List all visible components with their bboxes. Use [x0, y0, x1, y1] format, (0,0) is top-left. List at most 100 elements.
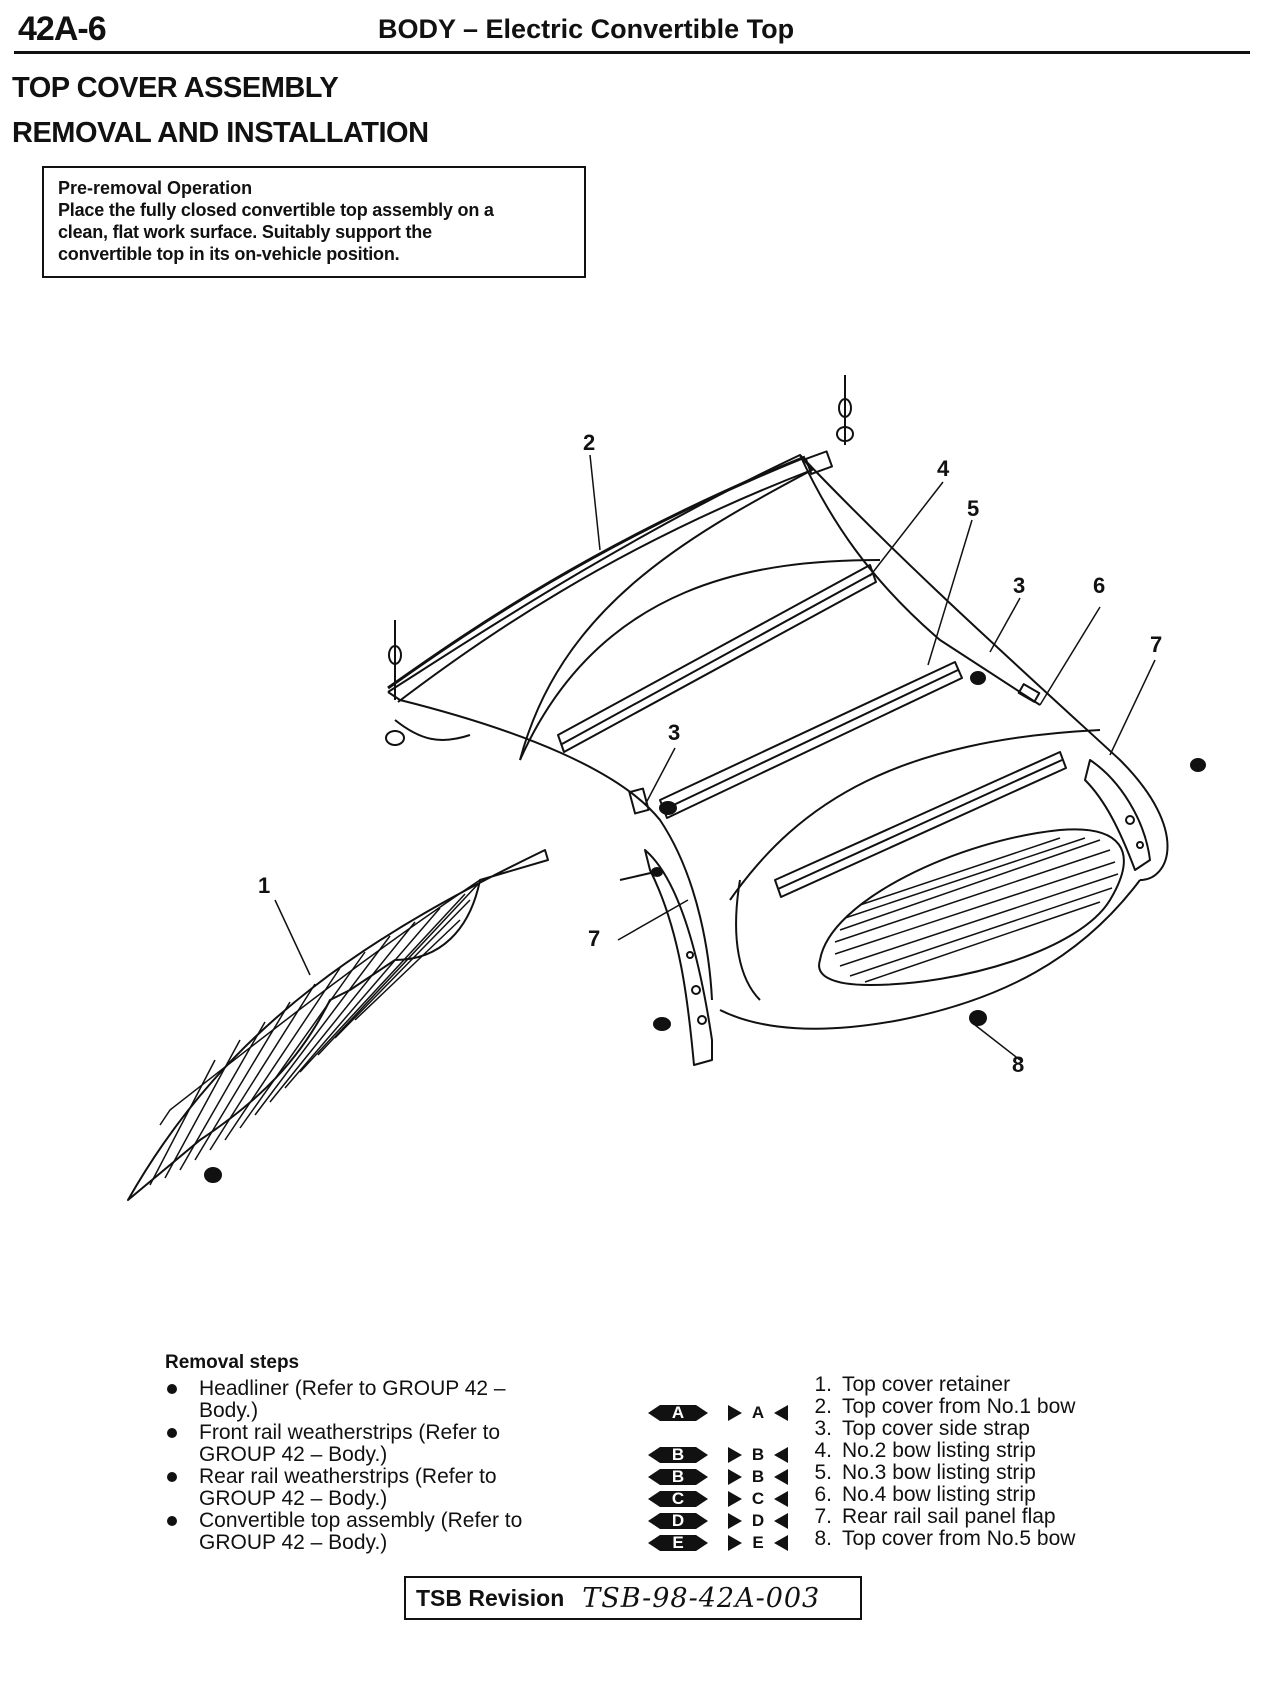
callout-4: 4: [937, 456, 950, 481]
left-sail-panel-flap: [644, 849, 713, 1066]
pre-removal-line: clean, flat work surface. Suitably suppo…: [58, 222, 432, 242]
callout-3-right: 3: [1013, 573, 1025, 598]
part-number: 1.: [814, 1373, 832, 1396]
side-strap-left: [394, 719, 650, 815]
right-sail-panel-flap: [1084, 759, 1151, 871]
tsb-revision-value: TSB-98-42A-003: [582, 1582, 821, 1614]
tsb-revision-box: TSB Revision TSB-98-42A-003: [404, 1576, 862, 1620]
symbol-letter: B: [671, 1445, 685, 1464]
part-item: 2. Top cover from No.1 bow: [800, 1396, 1075, 1418]
step-text: Headliner (Refer to GROUP 42 –: [199, 1377, 506, 1400]
section-title: TOP COVER ASSEMBLY: [12, 72, 339, 104]
symbol-letter: B: [671, 1467, 685, 1486]
bullet-icon: [167, 1384, 177, 1394]
bullet-icon: [167, 1472, 177, 1482]
step-text: GROUP 42 – Body.): [199, 1443, 388, 1466]
part-name: Top cover from No.1 bow: [842, 1395, 1076, 1418]
bullet-icon: [167, 1428, 177, 1438]
removal-symbol-column: A B B C D E: [648, 1402, 708, 1554]
part-name: Top cover side strap: [842, 1417, 1030, 1440]
callout-2: 2: [583, 430, 595, 455]
rear-window: [818, 828, 1125, 986]
symbol-letter: D: [751, 1511, 765, 1530]
part-number: 5.: [814, 1461, 832, 1484]
symbol-letter: E: [672, 1533, 684, 1552]
installation-symbol-icon: B: [728, 1466, 788, 1488]
part-item: 4.No.2 bow listing strip: [800, 1440, 1075, 1462]
pre-removal-line: convertible top in its on-vehicle positi…: [58, 244, 400, 264]
part-number: 2.: [814, 1395, 832, 1418]
removal-symbol-icon: C: [648, 1488, 708, 1510]
front-bow-rail: [387, 450, 834, 703]
top-cover-outline: [387, 454, 1169, 1030]
part-item: 1. Top cover retainer: [800, 1374, 1075, 1396]
no3-listing-strip: [659, 661, 963, 819]
part-number: 3.: [814, 1417, 832, 1440]
part-item: 7.Rear rail sail panel flap: [800, 1506, 1075, 1528]
removal-symbol-icon: D: [648, 1510, 708, 1532]
callout-6: 6: [1093, 573, 1105, 598]
part-item: 6. No.4 bow listing strip: [800, 1484, 1075, 1506]
part-item: 5. No.3 bow listing strip: [800, 1462, 1075, 1484]
part-name: No.3 bow listing strip: [842, 1461, 1036, 1484]
part-number: 8.: [814, 1527, 832, 1550]
removal-symbol-icon: B: [648, 1444, 708, 1466]
part-name: Top cover retainer: [842, 1373, 1011, 1396]
symbol-letter: B: [751, 1445, 765, 1464]
page-header-title: BODY – Electric Convertible Top: [378, 14, 795, 44]
fastener-screws: [204, 375, 1206, 1183]
installation-symbol-column: A B B C D E: [728, 1402, 788, 1554]
symbol-letter: C: [671, 1489, 685, 1508]
page-number: 42A-6: [18, 10, 107, 48]
installation-symbol-icon: D: [728, 1510, 788, 1532]
pre-removal-box: Pre-removal Operation Place the fully cl…: [42, 166, 586, 278]
part-name: No.4 bow listing strip: [842, 1483, 1036, 1506]
section-subtitle: REMOVAL AND INSTALLATION: [12, 117, 429, 149]
parts-list: 1. Top cover retainer 2. Top cover from No…: [800, 1374, 1075, 1550]
retainer-hatching: [149, 881, 481, 1186]
part-name: No.2 bow listing strip: [842, 1439, 1036, 1462]
part-item: 3. Top cover side strap: [800, 1418, 1075, 1440]
step-text: GROUP 42 – Body.): [199, 1531, 388, 1554]
step-text: Front rail weatherstrips (Refer to: [199, 1421, 501, 1444]
callout-8: 8: [1012, 1052, 1024, 1077]
part-name: Top cover from No.5 bow: [842, 1527, 1076, 1550]
side-strap-right: [799, 454, 1041, 706]
callout-leader-lines: [274, 454, 1156, 1061]
tsb-revision-label: TSB Revision: [416, 1584, 565, 1611]
pre-removal-heading: Pre-removal Operation: [58, 178, 253, 198]
installation-symbol-icon: A: [728, 1402, 788, 1424]
step-text: Convertible top assembly (Refer to: [199, 1509, 523, 1532]
part-item: 8. Top cover from No.5 bow: [800, 1528, 1075, 1550]
removal-steps-heading: Removal steps: [165, 1352, 300, 1373]
callout-5: 5: [967, 496, 979, 521]
part-number: 6.: [814, 1483, 832, 1506]
callout-1: 1: [258, 873, 270, 898]
callout-7-right: 7: [1150, 632, 1162, 657]
callout-7-left: 7: [588, 926, 600, 951]
top-cover-exploded-diagram: 2 4 5 3 6 7 3 1 7 8: [127, 375, 1206, 1201]
symbol-letter: E: [752, 1533, 764, 1552]
callout-3-left: 3: [668, 720, 680, 745]
symbol-letter: A: [751, 1403, 765, 1422]
top-cover-retainer: [127, 849, 549, 1201]
part-number: 7.: [814, 1505, 832, 1528]
symbol-letter: C: [751, 1489, 765, 1508]
header-rule: [14, 51, 1250, 54]
step-text: GROUP 42 – Body.): [199, 1487, 388, 1510]
step-text: Body.): [199, 1399, 259, 1422]
removal-symbol-icon: E: [648, 1532, 708, 1554]
installation-symbol-icon: E: [728, 1532, 788, 1554]
installation-symbol-icon: B: [728, 1444, 788, 1466]
pre-removal-line: Place the fully closed convertible top a…: [58, 200, 494, 220]
symbol-letter: A: [671, 1403, 685, 1422]
removal-steps-list: Headliner (Refer to GROUP 42 –Body.) Fro…: [165, 1378, 595, 1554]
step-text: Rear rail weatherstrips (Refer to: [199, 1465, 497, 1488]
removal-step: Headliner (Refer to GROUP 42 –Body.): [165, 1378, 595, 1422]
removal-symbol-icon: B: [648, 1466, 708, 1488]
installation-symbol-icon: C: [728, 1488, 788, 1510]
no4-listing-strip: [774, 751, 1067, 898]
